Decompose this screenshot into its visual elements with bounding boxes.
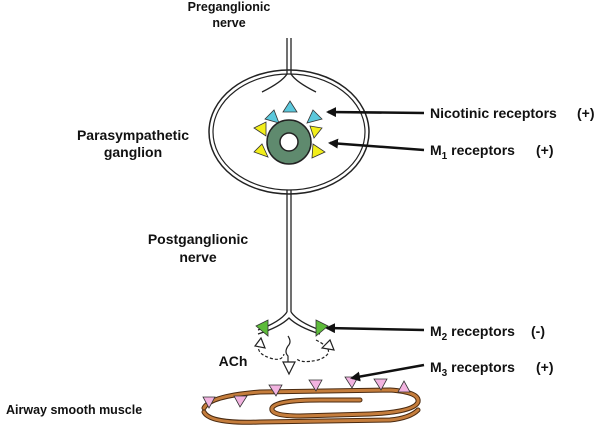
m2-arrow xyxy=(325,323,425,334)
postganglionic-nerve xyxy=(257,190,321,335)
parasympathetic-ganglion xyxy=(208,69,370,195)
m1-label: M1 receptors(+) xyxy=(430,142,554,162)
preganglionic-label-line2: nerve xyxy=(212,16,245,30)
m1-receptors xyxy=(253,121,326,159)
m2-label: M2 receptors(-) xyxy=(430,323,545,343)
callout-arrows xyxy=(325,107,425,382)
m3-label: M3 receptors(+) xyxy=(430,359,554,379)
postganglionic-label-line1: Postganglionic xyxy=(148,231,249,247)
m2-receptors xyxy=(255,319,329,337)
ganglion-label-line2: ganglion xyxy=(104,144,162,160)
ganglion-label-line1: Parasympathetic xyxy=(77,127,189,143)
airway-smooth-muscle xyxy=(201,387,421,425)
ganglion-nucleus xyxy=(266,119,312,165)
ach-release xyxy=(253,335,335,376)
preganglionic-label-line1: Preganglionic xyxy=(188,0,271,14)
nicotinic-arrow xyxy=(326,107,425,118)
m3-arrow xyxy=(350,363,425,382)
airway-label: Airway smooth muscle xyxy=(6,403,142,417)
ach-label: ACh xyxy=(219,353,248,369)
nicotinic-receptors xyxy=(264,100,323,124)
postganglionic-label-line2: nerve xyxy=(179,249,217,265)
m1-arrow xyxy=(328,138,425,152)
nicotinic-label: Nicotinic receptors(+) xyxy=(430,105,595,121)
preganglionic-nerve xyxy=(261,38,317,93)
